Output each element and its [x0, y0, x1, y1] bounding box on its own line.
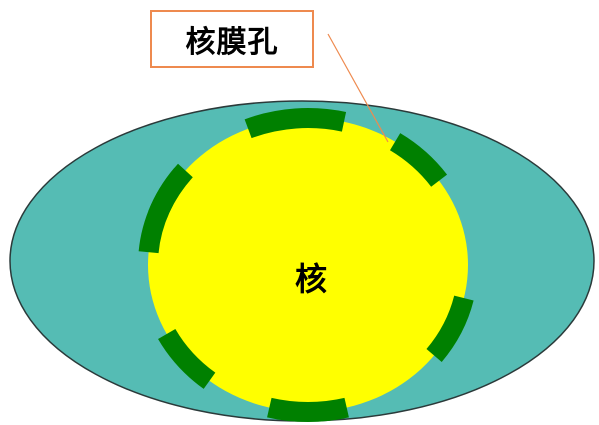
nuclear-pore-segment [148, 168, 190, 219]
nucleus-label: 核 [294, 260, 327, 298]
nuclear-pore-segment [267, 397, 349, 422]
nuclear-pore-segment [389, 133, 448, 187]
nuclear-pore-segment [426, 295, 474, 362]
callout-label: 核膜孔 [185, 25, 279, 60]
nuclear-pore-segment [158, 328, 216, 389]
nuclear-pore-callout: 核膜孔 [150, 10, 314, 68]
nuclear-pores [138, 108, 474, 422]
nucleus [148, 118, 468, 412]
callout-leader-line [327, 33, 389, 143]
nuclear-pore-segment [244, 108, 347, 139]
